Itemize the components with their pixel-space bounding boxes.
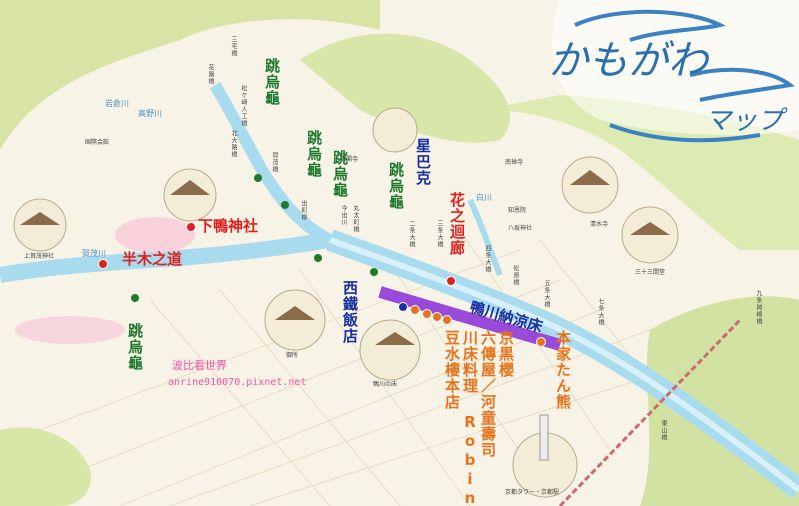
kame-marker-3 bbox=[314, 254, 322, 262]
kyoguro-label: 京黒櫻 bbox=[497, 330, 515, 378]
label-kamogawa-yuka: 鴨川の床 bbox=[373, 381, 398, 388]
nouryou-band bbox=[378, 286, 562, 351]
map-title: かもがわ bbox=[548, 38, 708, 84]
label-nanzenji: 南禅寺 bbox=[505, 159, 524, 166]
restaurant-marker-4 bbox=[442, 315, 452, 325]
sakura-area bbox=[115, 217, 195, 253]
title-swirl-3 bbox=[609, 123, 761, 143]
sakura-area-south bbox=[15, 316, 125, 344]
kame-label-2: 跳烏龜 bbox=[305, 130, 323, 178]
rokudenya-label: 六傳屋／河童壽司 bbox=[479, 330, 497, 458]
kame-marker-1 bbox=[254, 174, 262, 182]
label-kamogawabashi: 賀茂橋 bbox=[271, 152, 278, 173]
kame-marker-5 bbox=[131, 294, 139, 302]
rail-line bbox=[558, 318, 742, 506]
kamo-river-north bbox=[0, 232, 332, 283]
hananokairo-marker bbox=[446, 276, 456, 286]
watermark-url: anrine910070.pixnet.net bbox=[168, 377, 307, 388]
shimogamo-label: 下鴨神社 bbox=[198, 217, 259, 235]
label-yasaka: 八坂神社 bbox=[508, 225, 533, 232]
shirakawa-river-label: 白川 bbox=[476, 193, 492, 202]
temple-icon bbox=[20, 212, 60, 225]
temple-icon bbox=[275, 306, 315, 320]
kame-marker-2 bbox=[281, 201, 289, 209]
kamo-river-label: 賀茂川 bbox=[82, 249, 106, 258]
label-sanjo: 三条大橋 bbox=[436, 220, 443, 248]
takano-river-label: 高野川 bbox=[138, 109, 162, 118]
label-kitaoji: 北大路橋 bbox=[230, 130, 237, 158]
title-swirl-2 bbox=[689, 67, 795, 102]
label-imadegawa: 今出川 bbox=[340, 205, 347, 226]
label-kiyomizu: 清水寺 bbox=[590, 221, 609, 228]
kyoto-tower-icon bbox=[539, 414, 549, 461]
mountain-north bbox=[300, 33, 510, 143]
kawayuka-label: 川床料理 Robin bbox=[461, 330, 479, 506]
label-matsubara: 松原橋 bbox=[512, 265, 519, 286]
mountain-northwest bbox=[0, 0, 380, 150]
label-ginkakuji: 銀閣寺 bbox=[340, 156, 359, 163]
label-shichijo: 七条大橋 bbox=[597, 298, 604, 326]
label-gosho: 御所 bbox=[286, 352, 299, 359]
temple-icon bbox=[570, 170, 610, 185]
label-hanaorebashi: 花園橋 bbox=[207, 64, 214, 85]
temple-icon bbox=[375, 332, 415, 345]
kame-stone-markers bbox=[131, 174, 378, 302]
temple-icon bbox=[170, 180, 210, 195]
shimogamo-marker bbox=[186, 222, 196, 232]
label-higashiyama: 東山橋 bbox=[660, 420, 667, 441]
tofu-label: 豆水樓本店 bbox=[443, 330, 461, 410]
starbucks-label: 星巴克 bbox=[414, 138, 432, 186]
ginkakuji-vignette bbox=[372, 107, 418, 153]
restaurant-marker-3 bbox=[432, 312, 442, 322]
temple-icon bbox=[630, 222, 670, 235]
hannoki-label: 半木之道 bbox=[122, 250, 183, 268]
label-demachi: 出町柳 bbox=[300, 200, 307, 221]
seitetsu-marker bbox=[398, 302, 408, 312]
label-sanjusangendo: 三十三間堂 bbox=[635, 269, 666, 276]
restaurant-marker-1 bbox=[410, 305, 420, 315]
kame-label-4: 跳烏龜 bbox=[387, 162, 405, 210]
label-sanrinbashi: 三宅橋 bbox=[230, 36, 237, 57]
label-gojo: 五条大橋 bbox=[543, 280, 550, 308]
kame-label-3: 跳烏龜 bbox=[331, 150, 349, 198]
label-matsugasaki: 松ケ崎人工橋 bbox=[240, 85, 247, 127]
kamo-river-highlight bbox=[328, 237, 799, 493]
hannoki-marker bbox=[98, 259, 108, 269]
label-marutamachi: 丸太町橋 bbox=[352, 205, 359, 233]
honke-label: 本家たん熊 bbox=[554, 330, 572, 410]
seitetsu-label: 西鐵飯店 bbox=[341, 280, 359, 344]
watermark-name: 波比看世界 bbox=[172, 359, 227, 372]
title-swirl-1 bbox=[574, 9, 726, 42]
label-chionin: 知恩院 bbox=[508, 207, 527, 214]
shirakawa-river bbox=[467, 198, 503, 277]
label-kyoto-tower: 京都タワー・京都駅 bbox=[505, 489, 560, 496]
hananokairo-label: 花之迴廊 bbox=[448, 192, 466, 256]
label-shijo: 四条大橋 bbox=[484, 245, 491, 273]
kame-label-1: 跳烏龜 bbox=[263, 58, 281, 106]
restaurant-marker-5 bbox=[536, 337, 546, 347]
kame-label-5: 跳烏龜 bbox=[126, 323, 144, 371]
restaurant-marker-2 bbox=[422, 309, 432, 319]
label-nijo: 二条大橋 bbox=[408, 220, 415, 248]
label-kamigamo: 上賀茂神社 bbox=[24, 253, 55, 260]
iwakura-river-label: 岩倉川 bbox=[105, 99, 129, 108]
hill-southwest bbox=[0, 427, 91, 506]
label-international-hall: 国際会館 bbox=[85, 139, 110, 146]
title-cloud bbox=[552, 0, 799, 136]
map-subtitle: マップ bbox=[705, 106, 784, 136]
kame-marker-4 bbox=[370, 268, 378, 276]
label-kujo: 九条跨線橋 bbox=[755, 290, 762, 325]
kamogawa-yuka-vignette bbox=[359, 319, 421, 381]
takano-river bbox=[209, 81, 333, 246]
